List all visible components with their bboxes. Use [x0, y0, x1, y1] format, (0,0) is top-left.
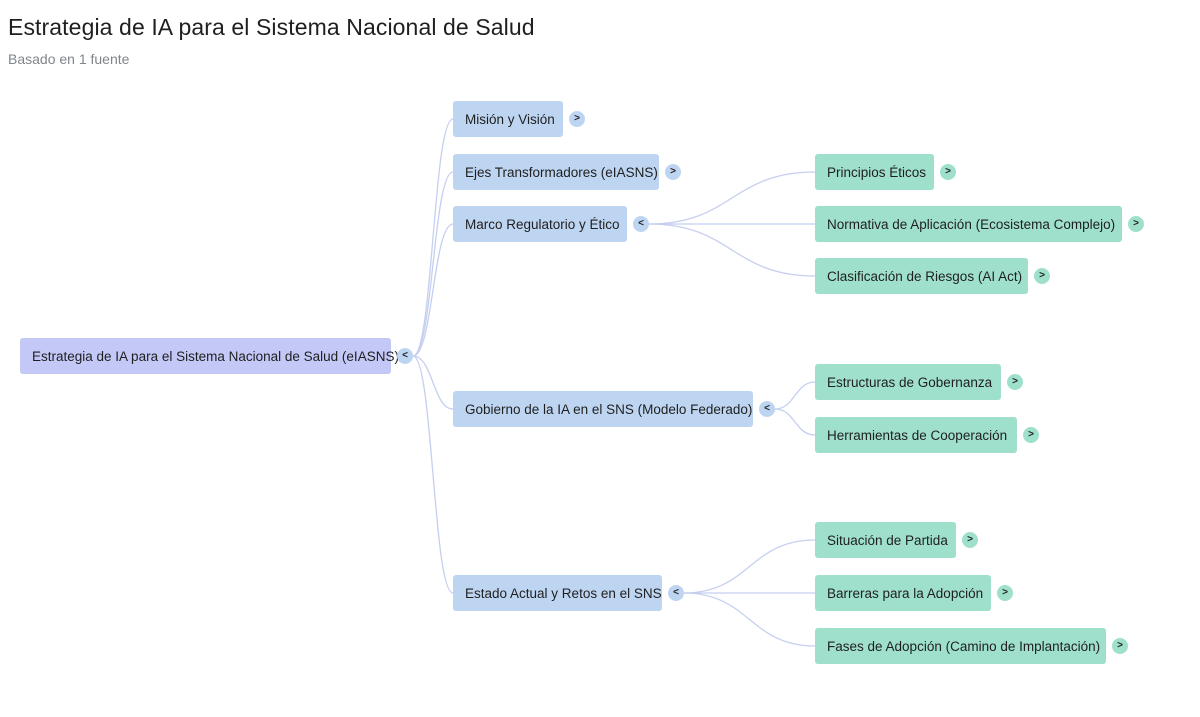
edge-estado-fases	[683, 592, 816, 647]
branch-ejes-transformadores-expand-toggle[interactable]: >	[665, 164, 681, 180]
mindmap-root-node[interactable]: Estrategia de IA para el Sistema Naciona…	[20, 338, 399, 374]
leaf-normativa-aplicacion[interactable]: Normativa de Aplicación (Ecosistema Comp…	[815, 206, 1122, 242]
edge-root-mision	[412, 118, 454, 357]
leaf-situacion-partida[interactable]: Situación de Partida	[815, 522, 956, 558]
branch-mision-vision-expand-toggle[interactable]: >	[569, 111, 585, 127]
leaf-barreras-adopcion[interactable]: Barreras para la Adopción	[815, 575, 991, 611]
leaf-clasificacion-riesgos[interactable]: Clasificación de Riesgos (AI Act)	[815, 258, 1028, 294]
leaf-herramientas-cooperacion-expand-toggle[interactable]: >	[1023, 427, 1039, 443]
branch-estado-actual[interactable]: Estado Actual y Retos en el SNS	[453, 575, 662, 611]
edge-root-ejes	[412, 171, 454, 357]
leaf-herramientas-cooperacion[interactable]: Herramientas de Cooperación	[815, 417, 1017, 453]
branch-marco-regulatorio-collapse-toggle[interactable]: <	[633, 216, 649, 232]
leaf-barreras-adopcion-expand-toggle[interactable]: >	[997, 585, 1013, 601]
leaf-fases-adopcion-expand-toggle[interactable]: >	[1112, 638, 1128, 654]
edge-marco-clasificacion	[648, 223, 816, 277]
page-subtitle: Basado en 1 fuente	[8, 51, 130, 67]
leaf-estructuras-gobernanza-expand-toggle[interactable]: >	[1007, 374, 1023, 390]
edge-gobierno-herramientas	[774, 408, 816, 436]
branch-gobierno-ia[interactable]: Gobierno de la IA en el SNS (Modelo Fede…	[453, 391, 753, 427]
edge-root-marco	[412, 223, 454, 357]
page-title: Estrategia de IA para el Sistema Naciona…	[8, 14, 535, 40]
leaf-principios-eticos[interactable]: Principios Éticos	[815, 154, 934, 190]
leaf-situacion-partida-expand-toggle[interactable]: >	[962, 532, 978, 548]
root-collapse-toggle[interactable]: <	[397, 348, 413, 364]
edge-gobierno-estructuras	[774, 381, 816, 410]
branch-mision-vision[interactable]: Misión y Visión	[453, 101, 563, 137]
leaf-fases-adopcion[interactable]: Fases de Adopción (Camino de Implantació…	[815, 628, 1106, 664]
leaf-normativa-aplicacion-expand-toggle[interactable]: >	[1128, 216, 1144, 232]
edge-estado-situacion	[683, 539, 816, 594]
edge-root-estado	[412, 355, 454, 594]
edge-root-gobierno	[412, 355, 454, 410]
leaf-clasificacion-riesgos-expand-toggle[interactable]: >	[1034, 268, 1050, 284]
branch-marco-regulatorio[interactable]: Marco Regulatorio y Ético	[453, 206, 627, 242]
leaf-principios-eticos-expand-toggle[interactable]: >	[940, 164, 956, 180]
edge-marco-principios	[648, 171, 816, 225]
branch-gobierno-ia-collapse-toggle[interactable]: <	[759, 401, 775, 417]
branch-ejes-transformadores[interactable]: Ejes Transformadores (eIASNS)	[453, 154, 659, 190]
leaf-estructuras-gobernanza[interactable]: Estructuras de Gobernanza	[815, 364, 1001, 400]
branch-estado-actual-collapse-toggle[interactable]: <	[668, 585, 684, 601]
